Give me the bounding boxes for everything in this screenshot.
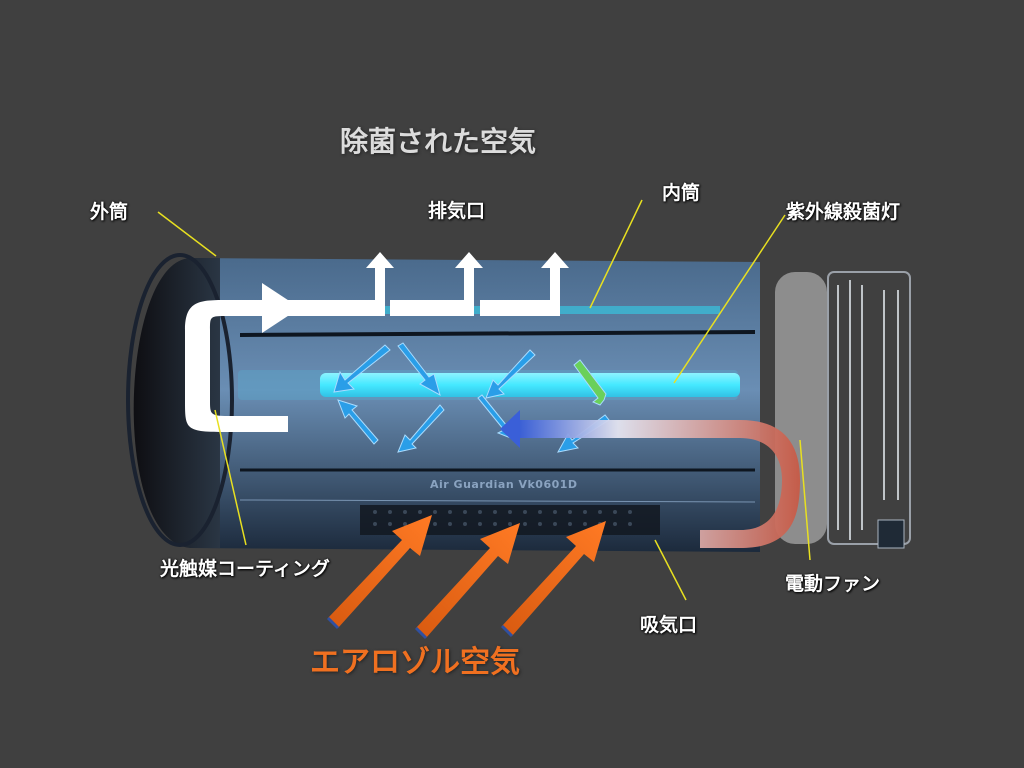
label-inner-tube: 内筒 <box>662 182 701 204</box>
label-aerosol-air: エアロゾル空気 <box>310 645 520 680</box>
label-electric-fan: 電動ファン <box>785 573 881 595</box>
cylinder-body <box>126 253 760 552</box>
clean-airflow-arrow <box>185 252 569 432</box>
title-sterilized-air: 除菌された空気 <box>340 125 537 158</box>
label-intake: 吸気口 <box>640 614 698 636</box>
label-exhaust: 排気口 <box>428 200 486 222</box>
aerosol-intake-arrows <box>326 515 606 640</box>
uv-lamp <box>238 370 740 400</box>
label-photocatalyst-coating: 光触媒コーティング <box>160 558 330 580</box>
leader-lines <box>157 199 811 601</box>
label-outer-tube: 外筒 <box>90 201 129 223</box>
label-uv-lamp: 紫外線殺菌灯 <box>786 201 901 223</box>
device-model-text: Air Guardian Vk0601D <box>430 478 578 491</box>
fan-return-flow <box>500 410 800 548</box>
